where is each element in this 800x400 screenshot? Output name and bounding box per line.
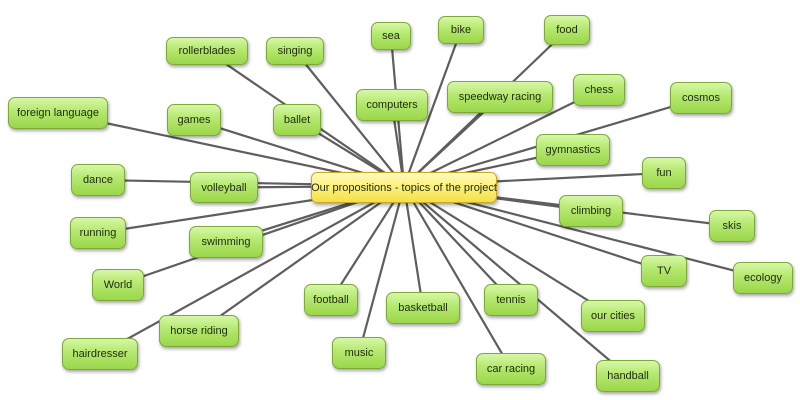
topic-node-games[interactable]: games	[167, 104, 221, 136]
topic-node-dance[interactable]: dance	[71, 164, 125, 196]
topic-node-car-racing[interactable]: car racing	[476, 353, 546, 385]
topic-node-food[interactable]: food	[544, 15, 590, 45]
topic-node-climbing[interactable]: climbing	[559, 195, 623, 227]
topic-node-music[interactable]: music	[332, 337, 386, 369]
topic-node-skis[interactable]: skis	[709, 210, 755, 242]
connector-music	[357, 184, 406, 355]
topic-node-football[interactable]: football	[304, 284, 358, 316]
topic-node-ballet[interactable]: ballet	[273, 104, 321, 136]
topic-node-computers[interactable]: computers	[356, 89, 428, 121]
topic-node-handball[interactable]: handball	[596, 360, 660, 392]
topic-node-chess[interactable]: chess	[573, 74, 625, 106]
connector-chess	[402, 88, 601, 188]
topic-node-basketball[interactable]: basketball	[386, 292, 460, 324]
connector-tennis	[402, 184, 513, 302]
topic-node-cosmos[interactable]: cosmos	[670, 82, 732, 114]
connector-our-cities	[402, 184, 615, 318]
connector-hairdresser	[98, 184, 406, 356]
topic-node-singing[interactable]: singing	[266, 37, 324, 65]
connector-bike	[402, 28, 463, 188]
topic-node-fun[interactable]: fun	[642, 157, 686, 189]
connector-car-racing	[402, 184, 513, 371]
topic-node-tennis[interactable]: tennis	[484, 284, 538, 316]
topic-node-hairdresser[interactable]: hairdresser	[62, 338, 138, 370]
connector-handball	[402, 184, 630, 378]
topic-node-gymnastics[interactable]: gymnastics	[536, 134, 610, 166]
topic-node-rollerblades[interactable]: rollerblades	[166, 37, 248, 65]
topic-node-volleyball[interactable]: volleyball	[190, 172, 258, 203]
topic-node-sea[interactable]: sea	[371, 22, 411, 50]
topic-node-horse-riding[interactable]: horse riding	[159, 315, 239, 347]
connector-basketball	[402, 184, 425, 310]
topic-node-foreign-language[interactable]: foreign language	[8, 97, 108, 129]
topic-node-our-cities[interactable]: our cities	[581, 300, 645, 332]
topic-node-bike[interactable]: bike	[438, 16, 484, 44]
central-topic-node[interactable]: Our propositions - topics of the project	[311, 172, 497, 203]
topic-node-swimming[interactable]: swimming	[189, 226, 263, 258]
topic-node-speedway-racing[interactable]: speedway racing	[447, 81, 553, 113]
topic-node-running[interactable]: running	[70, 217, 126, 249]
topic-node-tv[interactable]: TV	[641, 255, 687, 287]
topic-node-world[interactable]: World	[92, 269, 144, 301]
connector-football	[329, 184, 406, 302]
topic-node-ecology[interactable]: ecology	[733, 262, 793, 294]
connector-horse-riding	[197, 184, 406, 333]
connector-singing	[293, 49, 406, 188]
